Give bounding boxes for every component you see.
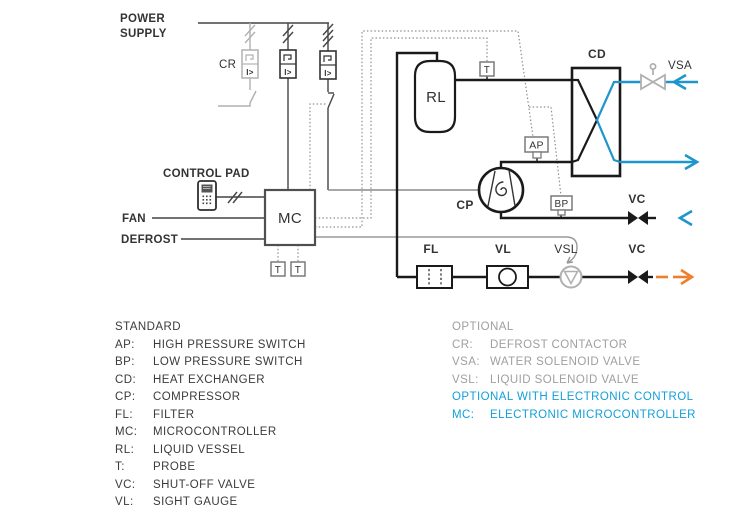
fan-label: FAN xyxy=(122,213,146,225)
liquid-vessel xyxy=(413,59,457,134)
legend-item: T:PROBE xyxy=(115,461,196,473)
control-pad-icon xyxy=(197,180,217,211)
vsa-label: VSA xyxy=(668,60,692,72)
rl-label: RL xyxy=(426,89,446,106)
diagram-canvas: POWER SUPPLY CONTROL PAD FAN DEFROST CR … xyxy=(120,13,700,289)
legend-item: AP:HIGH PRESSURE SWITCH xyxy=(115,338,306,351)
compressor xyxy=(477,166,525,214)
sight-gauge xyxy=(486,265,529,289)
left-input-wires xyxy=(152,191,265,240)
legend-item: BP:LOW PRESSURE SWITCH xyxy=(115,356,303,368)
low-pressure-switch xyxy=(550,195,573,216)
probe-rl xyxy=(479,61,495,77)
legend-item: VSA:WATER SOLENOID VALVE xyxy=(452,356,641,368)
legend-optional-title: OPTIONAL xyxy=(452,321,514,333)
vsl-control-line xyxy=(315,236,578,264)
legend-item: VC:SHUT-OFF VALVE xyxy=(115,478,256,491)
legend-item: CR:DEFROST CONTACTOR xyxy=(452,338,628,351)
liquid-solenoid-valve xyxy=(559,265,583,289)
legend-item: RL:LIQUID VESSEL xyxy=(115,443,246,456)
breaker-fan xyxy=(279,49,297,79)
cd-label: CD xyxy=(588,47,606,61)
vc-top-label: VC xyxy=(628,192,645,206)
legend-standard-title: STANDARD xyxy=(115,321,182,333)
probe-mc-1 xyxy=(270,261,286,277)
cr-label: CR xyxy=(219,59,236,71)
mc-label: MC xyxy=(278,210,302,227)
liquid-out-arrow xyxy=(656,268,695,286)
vsl-label: VSL xyxy=(554,242,578,256)
cp-label: CP xyxy=(456,198,473,212)
power-supply-label-1: POWER xyxy=(120,13,165,25)
fl-label: FL xyxy=(423,242,438,256)
t-probe-label-2: T xyxy=(295,265,301,276)
power-supply-label-2: SUPPLY xyxy=(120,28,167,40)
refrigerant-pipes xyxy=(395,51,656,279)
legend-item: FL:FILTER xyxy=(115,408,195,421)
filter xyxy=(416,265,453,289)
probe-mc-2 xyxy=(290,261,306,277)
vl-label: VL xyxy=(495,242,511,256)
legend-item: MC:MICROCONTROLLER xyxy=(115,426,277,438)
vsa-valve xyxy=(640,63,666,91)
legend-item: MC:ELECTRONIC MICROCONTROLLER xyxy=(452,408,696,421)
control-pad-label: CONTROL PAD xyxy=(163,168,250,180)
breaker-cr-trip-label: I> xyxy=(246,68,254,77)
defrost-label: DEFROST xyxy=(121,234,178,246)
legend-item: CD:HEAT EXCHANGER xyxy=(115,373,265,386)
water-circuit xyxy=(620,73,700,227)
legend-item: CP:COMPRESSOR xyxy=(115,391,241,403)
shutoff-valve-bottom xyxy=(628,270,648,284)
bp-label: BP xyxy=(555,199,569,210)
ap-label: AP xyxy=(529,140,544,152)
t-probe-label-1: T xyxy=(275,265,281,276)
breaker-cr xyxy=(241,49,259,79)
legend-item: VSL:LIQUID SOLENOID VALVE xyxy=(452,373,639,386)
heat-exchanger xyxy=(570,66,622,178)
shutoff-valve-top xyxy=(628,211,648,225)
power-wires xyxy=(198,22,335,190)
vc-bottom-label: VC xyxy=(628,242,645,256)
legend-electronic-title: OPTIONAL WITH ELECTRONIC CONTROL xyxy=(452,391,694,403)
control-dotted-lines xyxy=(277,30,562,262)
legend-optional: OPTIONAL CR:DEFROST CONTACTOR VSA:WATER … xyxy=(452,319,696,424)
breaker-compressor xyxy=(319,50,337,80)
breaker-fan-trip-label: I> xyxy=(284,68,292,77)
legend-item: VL:SIGHT GAUGE xyxy=(115,496,238,508)
t-probe-label: T xyxy=(484,65,490,76)
cr-branch xyxy=(218,23,257,107)
legend-standard: STANDARD AP:HIGH PRESSURE SWITCH BP:LOW … xyxy=(115,319,306,512)
microcontroller-box xyxy=(263,188,317,247)
breaker-compressor-trip-label: I> xyxy=(324,69,332,78)
high-pressure-switch xyxy=(524,136,549,159)
